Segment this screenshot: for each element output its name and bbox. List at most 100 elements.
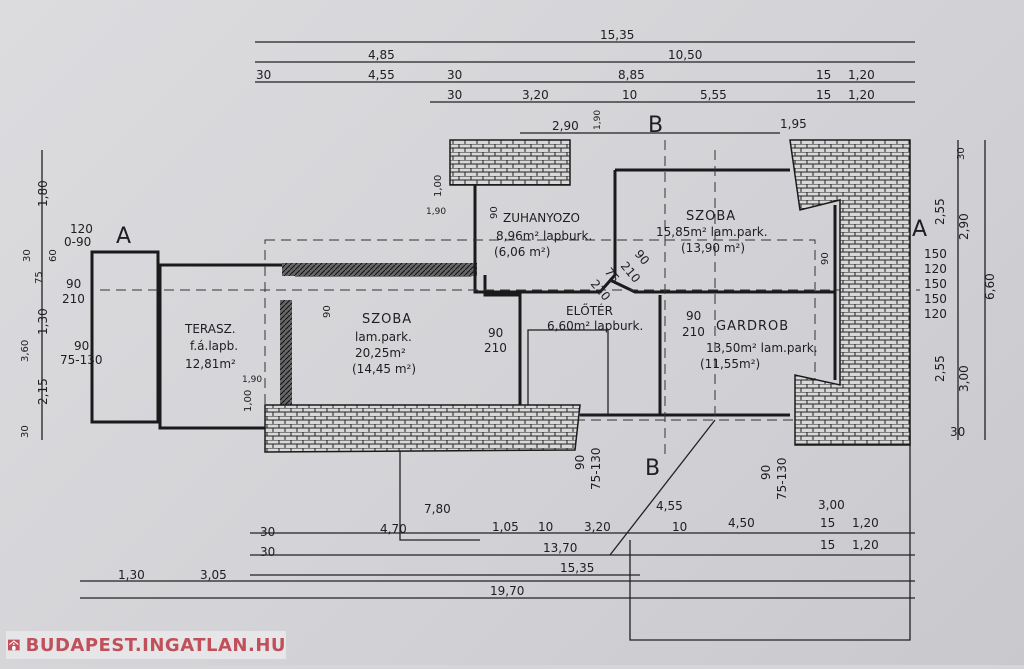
dim-label: 30	[22, 249, 33, 262]
dim-label: 5,55	[700, 88, 727, 102]
dim-label: 120	[924, 262, 947, 276]
dim-label: 210	[484, 341, 507, 355]
room-area: 15,85m² lam.park.	[656, 225, 768, 239]
dim-label: 1,80	[36, 180, 50, 207]
walls	[90, 140, 920, 641]
dim-label: 90	[74, 339, 89, 353]
dim-label: 75-130	[60, 353, 103, 367]
dim-label: 75-130	[775, 457, 789, 500]
room-eloter: ELŐTÉR 6,60m² lapburk.	[547, 303, 643, 333]
room-area: 8,96m² lapburk.	[496, 229, 592, 243]
dim-label: 15	[816, 88, 831, 102]
dim-label: 15,35	[600, 28, 634, 42]
dim-label: 30	[260, 525, 275, 539]
dim-label: 210	[62, 292, 85, 306]
dim-label: 10	[672, 520, 687, 534]
dim-label: 90	[820, 252, 831, 265]
dim-label: 2,90	[552, 119, 579, 133]
dim-label: 1,20	[852, 538, 879, 552]
dim-label: 90	[489, 206, 500, 219]
room-gardrob: GARDROB 13,50m² lam.park. (11,55m²)	[700, 319, 818, 371]
room-name: SZOBA	[362, 312, 412, 327]
room-name: ZUHANYOZO	[503, 211, 580, 225]
dimension-lines	[41, 41, 986, 599]
dim-label: 1,20	[848, 68, 875, 82]
dim-label: 90	[686, 309, 701, 323]
room-terasz: TERASZ. f.á.lapb. 12,81m²	[184, 322, 238, 371]
dim-label: 120	[924, 307, 947, 321]
dim-label: 10,50	[668, 48, 702, 62]
dim-label: 1,90	[593, 110, 603, 130]
dim-label: 3,20	[522, 88, 549, 102]
dim-label: 1,00	[433, 175, 444, 197]
dim-label: 4,70	[380, 522, 407, 536]
dim-label: 6,60	[983, 273, 997, 300]
dim-label: 7,80	[424, 502, 451, 516]
dim-label: 10	[538, 520, 553, 534]
dim-label: 3,05	[200, 568, 227, 582]
room-net-area: (13,90 m²)	[681, 241, 745, 255]
room-net-area: (14,45 m²)	[352, 362, 416, 376]
dim-label: 8,85	[618, 68, 645, 82]
room-zuhanyozo: ZUHANYOZO 8,96m² lapburk. (6,06 m²)	[494, 211, 592, 259]
room-name: TERASZ.	[184, 322, 236, 336]
dim-label: 150	[924, 247, 947, 261]
dim-label: 210	[682, 325, 705, 339]
dim-label: 3,20	[584, 520, 611, 534]
dimensions-bottom: 90 75-130 90 75-130 7,80 4,55 30 4,70 1,…	[118, 447, 879, 598]
dim-label: 75	[34, 271, 45, 284]
dim-label: 1,20	[848, 88, 875, 102]
room-szoba-2: SZOBA 15,85m² lam.park. (13,90 m²)	[656, 209, 768, 255]
dim-label: 3,00	[957, 365, 971, 392]
house-icon	[8, 639, 20, 651]
dim-label: 3,60	[20, 340, 31, 362]
dim-label: 4,50	[728, 516, 755, 530]
dim-label: 10	[622, 88, 637, 102]
room-szoba-1: SZOBA lam.park. 20,25m² (14,45 m²)	[352, 312, 416, 376]
dim-label: 1,30	[36, 308, 50, 335]
room-area: 12,81m²	[185, 357, 236, 371]
dim-label: 15	[820, 538, 835, 552]
dim-label: 3,00	[818, 498, 845, 512]
brick-walls	[264, 139, 911, 453]
dim-label: 4,85	[368, 48, 395, 62]
dim-label: 15,35	[560, 561, 594, 575]
room-floor: lam.park.	[355, 330, 412, 344]
dim-label: 13,70	[543, 541, 577, 555]
section-marker-b-top: B	[648, 113, 663, 138]
dim-label: 30	[950, 425, 965, 439]
dim-label: 30	[20, 425, 31, 438]
dim-label: 120	[70, 222, 93, 236]
dimensions-left: 1,80 120 0-90 30 60 75 90 210 1,30 3,60 …	[20, 180, 262, 438]
dim-label: 90	[488, 326, 503, 340]
dim-label: 2,90	[957, 213, 971, 240]
room-area: 6,60m² lapburk.	[547, 319, 643, 333]
dim-label: 90	[759, 465, 773, 480]
dim-label: 30	[256, 68, 271, 82]
dimensions-top: 15,35 4,85 10,50 30 4,55 30 8,85 15 1,20…	[256, 28, 875, 217]
dim-label: 15	[816, 68, 831, 82]
dim-label: 60	[48, 249, 59, 262]
dim-label: 90	[322, 305, 333, 318]
dim-label: 30	[447, 68, 462, 82]
dim-label: 1,95	[780, 117, 807, 131]
dim-label: 1,00	[243, 390, 254, 412]
dimensions-doors: 90 210 90 210 90 210 75 210 90 90	[322, 206, 705, 355]
room-name: GARDROB	[716, 319, 789, 334]
dim-label: 75-130	[589, 447, 603, 490]
section-marker-a-left: A	[116, 224, 131, 249]
dim-label: 4,55	[656, 499, 683, 513]
dim-label: 19,70	[490, 584, 524, 598]
section-marker-a-right: A	[912, 217, 927, 242]
room-area: 13,50m² lam.park.	[706, 341, 818, 355]
dim-label: 1,30	[118, 568, 145, 582]
dim-label: 1,90	[426, 207, 446, 217]
room-net-area: (11,55m²)	[700, 357, 760, 371]
dim-label: 2,55	[933, 198, 947, 225]
watermark-logo: BUDAPEST.INGATLAN.HU	[6, 631, 286, 659]
dim-label: 30	[260, 545, 275, 559]
dim-label: 15	[820, 516, 835, 530]
dim-label: 150	[924, 292, 947, 306]
